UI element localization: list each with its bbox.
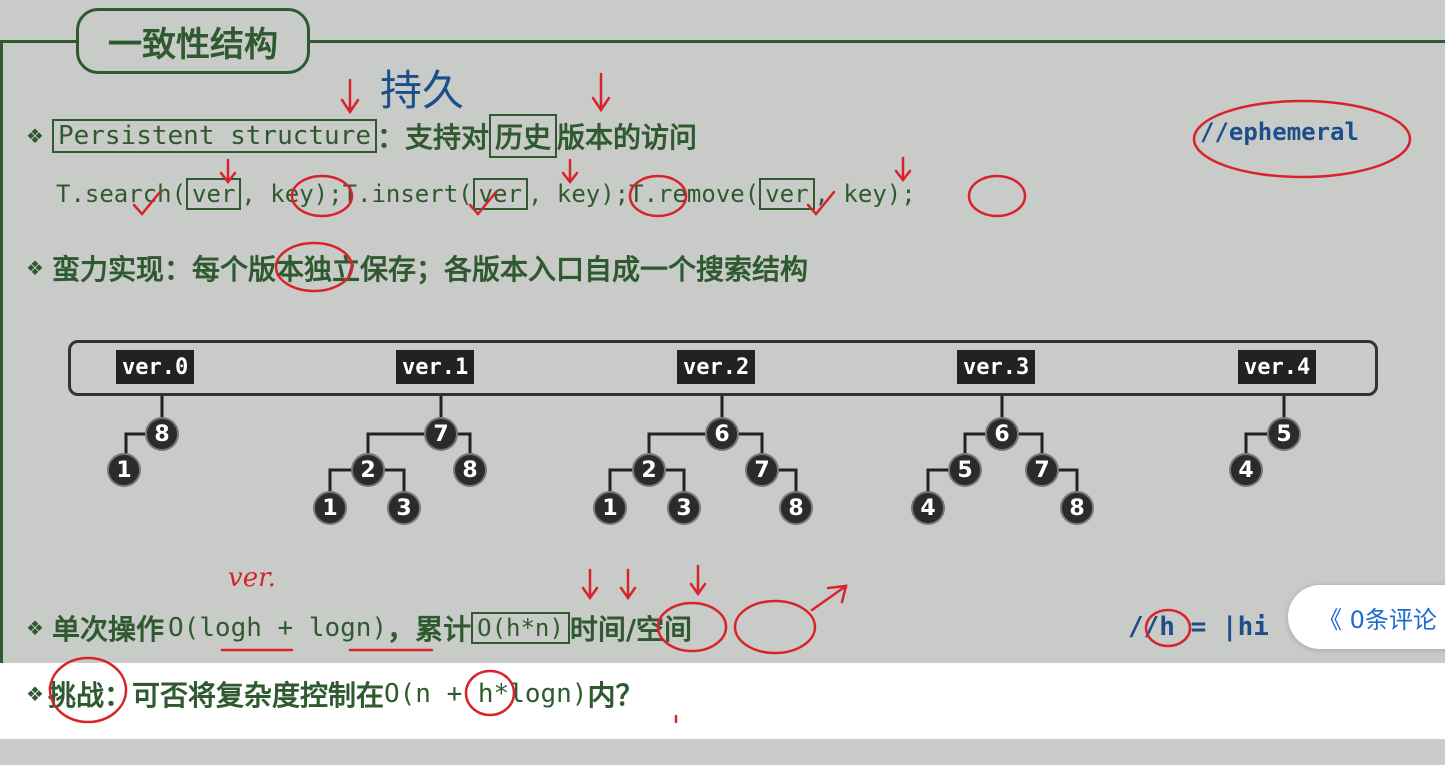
- tree-node: 3: [387, 491, 421, 525]
- bullet-icon: ❖: [26, 256, 44, 280]
- accum-text: ，累计: [387, 613, 472, 646]
- ver-box-1: ver: [186, 178, 242, 210]
- tree-node: 7: [424, 417, 458, 451]
- search-call: T.search(: [56, 180, 187, 208]
- complexity-total: O(h*n): [471, 612, 570, 644]
- tree-node: 4: [911, 491, 945, 525]
- history-box: 历史: [489, 114, 558, 158]
- tree-node: 1: [313, 491, 347, 525]
- slide-title: 一致性结构: [76, 8, 310, 74]
- tree-node: 6: [705, 417, 739, 451]
- ephemeral-note: //ephemeral: [1200, 118, 1359, 146]
- slide-frame: [0, 40, 1445, 680]
- time-space-text: 时间/空间: [569, 613, 693, 646]
- tree-node: 8: [1060, 491, 1094, 525]
- comment-label: 《 0条评论: [1318, 605, 1437, 634]
- tree-node: 7: [745, 453, 779, 487]
- tree-node: 3: [667, 491, 701, 525]
- tree-node: 6: [985, 417, 1019, 451]
- single-op-text: 单次操作: [51, 613, 164, 646]
- key-2: , key);: [527, 180, 630, 208]
- bullet-icon: ❖: [26, 682, 44, 706]
- tree-node: 2: [351, 453, 385, 487]
- bullet-icon: ❖: [26, 616, 44, 640]
- line-persistent: ❖ Persistent structure ：支持对 历史 版本的访问: [26, 114, 697, 158]
- version-label-2: ver.2: [677, 350, 756, 384]
- challenge-text: ：可否将复杂度控制在: [103, 679, 384, 712]
- persistent-structure: Persistent structure: [51, 119, 378, 153]
- line-challenge: ❖ 挑战 ：可否将复杂度控制在 O(n + h*logn) 内？: [26, 674, 643, 714]
- tree-node: 8: [453, 453, 487, 487]
- challenge-label: 挑战: [47, 679, 104, 712]
- tree-node: 8: [779, 491, 813, 525]
- tree-node: 1: [107, 453, 141, 487]
- line-bruteforce: ❖ 蛮力实现：每个版本独立保存；各版本入口自成一个搜索结构: [26, 248, 808, 288]
- tree-node: 1: [593, 491, 627, 525]
- h-hint: //h = |hi: [1128, 612, 1269, 642]
- challenge-tail: 内？: [587, 679, 644, 712]
- version-label-0: ver.0: [116, 350, 195, 384]
- tree-node: 5: [1267, 417, 1301, 451]
- tree-node: 8: [145, 417, 179, 451]
- version-label-1: ver.1: [396, 350, 475, 384]
- tree-node: 7: [1025, 453, 1059, 487]
- line-complexity: ❖ 单次操作 O(logh + logn) ，累计 O(h*n) 时间/空间: [26, 608, 692, 648]
- line1-text-a: ：支持对: [377, 121, 490, 154]
- challenge-formula: O(n + h*logn): [383, 679, 588, 709]
- comment-button[interactable]: 《 0条评论: [1288, 585, 1445, 649]
- version-label-3: ver.3: [957, 350, 1036, 384]
- tree-node: 2: [632, 453, 666, 487]
- line-code: T.search( ver , key); T.insert( ver , ke…: [56, 178, 916, 210]
- bruteforce-text: 蛮力实现：每个版本独立保存；各版本入口自成一个搜索结构: [51, 253, 808, 286]
- bullet-icon: ❖: [26, 124, 44, 148]
- remove-call: T.remove(: [629, 180, 760, 208]
- version-label-4: ver.4: [1238, 350, 1317, 384]
- tree-node: 4: [1229, 453, 1263, 487]
- line1-text-b: 版本的访问: [557, 121, 698, 154]
- ver-box-2: ver: [472, 178, 528, 210]
- tree-node: 5: [948, 453, 982, 487]
- highlight-strip: [0, 663, 1445, 739]
- key-1: , key);: [241, 180, 343, 208]
- key-3: , key);: [814, 180, 916, 208]
- complexity-single: O(logh + logn): [167, 613, 388, 643]
- insert-call: T.insert(: [342, 180, 473, 208]
- ver-box-3: ver: [759, 178, 815, 210]
